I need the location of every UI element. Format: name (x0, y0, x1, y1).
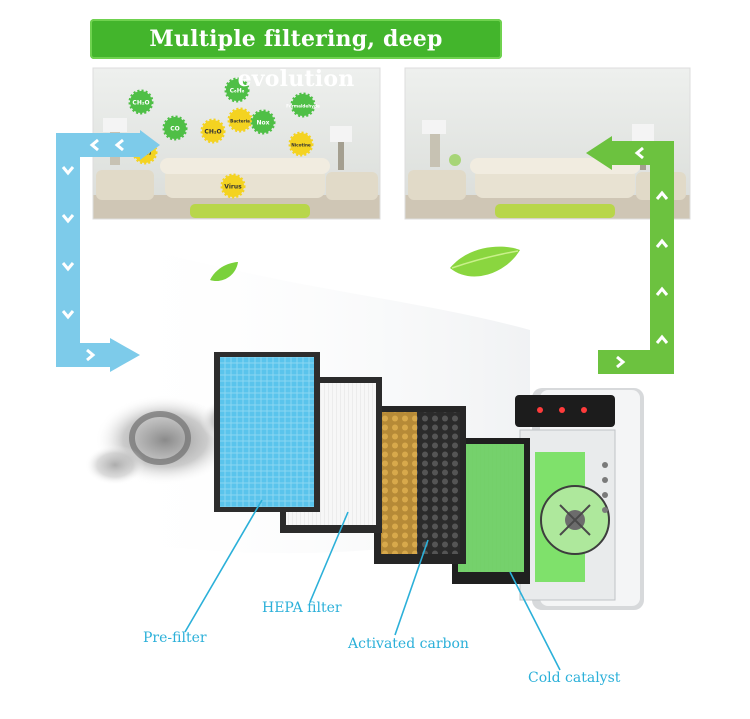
pollutant-label: Formaldehyde (286, 104, 320, 109)
chevron-up-icon (655, 286, 669, 296)
pollutant-label: Nicotine (291, 143, 311, 148)
leaf-vein (451, 250, 519, 269)
chevron-right-icon (616, 355, 626, 369)
cold-catalyst-label: Cold catalyst (528, 670, 621, 686)
cold-catalyst-filter (452, 438, 530, 584)
room-after-image (404, 67, 691, 220)
pollutant-label: Virus (224, 184, 242, 191)
large-leaf-icon (450, 246, 520, 277)
pre-filter (214, 352, 320, 512)
pollutant-label: CH₂O (132, 100, 149, 107)
pollutant-bubble: CO (162, 115, 188, 141)
chevron-left-icon (89, 138, 99, 152)
page-title: Multiple filtering, deep evolution (90, 19, 502, 92)
pollutant-label: Nox (256, 120, 269, 127)
chevron-up-icon (655, 190, 669, 200)
pollutant-bubble: Virus (220, 173, 246, 199)
pollutant-bubble: CH₂O (200, 118, 226, 144)
chevron-up-icon (655, 334, 669, 344)
chevron-down-icon (61, 166, 75, 176)
chevron-down-icon (61, 262, 75, 272)
pollutant-label: CO (170, 126, 180, 133)
pollutant-bubble: Bacteria (227, 107, 253, 133)
chevron-left-icon (114, 138, 124, 152)
pollutant-label: C₆H₆ (230, 88, 245, 95)
pollutant-bubble: Nox (250, 109, 276, 135)
pollutant-bubble: C₆H₆ (224, 77, 250, 103)
leader-lines (184, 499, 561, 671)
activated-carbon-filter (374, 406, 466, 564)
pollutant-bubble: Nicotine (288, 131, 314, 157)
small-leaf-icon (210, 262, 238, 282)
pollutant-label: CH₂O (204, 129, 221, 136)
clean-air-chevrons (616, 146, 669, 369)
chevron-up-icon (655, 238, 669, 248)
dirty-air-chevrons (61, 138, 124, 362)
chevron-left-icon (634, 146, 644, 160)
prefilter-label: Pre-filter (143, 630, 207, 646)
chevron-down-icon (61, 214, 75, 224)
pollutant-label: Bacteria (230, 119, 250, 124)
chevron-right-icon (86, 348, 96, 362)
pollutant-bubble: Formaldehyde (286, 92, 320, 118)
hepa-filter-label: HEPA filter (262, 600, 342, 616)
chevron-down-icon (61, 310, 75, 320)
air-purifier-unit (515, 388, 644, 610)
pollutant-bubble: CH₂O (128, 89, 154, 115)
activated-carbon-label: Activated carbon (348, 636, 469, 652)
